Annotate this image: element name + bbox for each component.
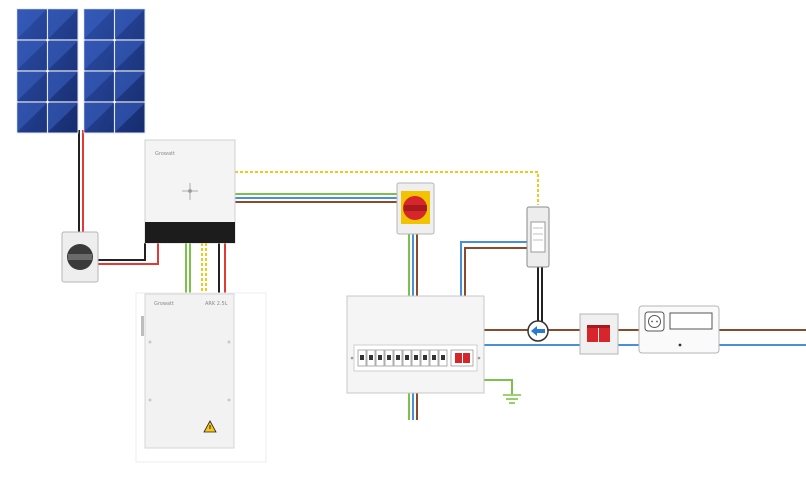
smart-meter-icon <box>526 206 550 268</box>
utility-meter-icon <box>638 305 720 354</box>
solar-panel-icon <box>16 8 146 134</box>
inverter-brand: Growatt <box>155 151 175 157</box>
wires <box>78 130 806 420</box>
main-supply-switch-icon <box>579 313 619 355</box>
consumer-unit <box>346 295 485 394</box>
earth-ground-icon <box>503 394 521 404</box>
inverter-status-icon <box>182 183 198 200</box>
ac-isolator-switch-icon <box>396 182 435 235</box>
rcd-switch-icon <box>450 349 474 367</box>
battery-unit: Growatt ARK 2.5L <box>135 292 267 463</box>
current-clamp-icon <box>527 320 549 342</box>
inverter-unit: Growatt <box>144 139 236 244</box>
dc-isolator-switch-icon <box>61 231 99 283</box>
warning-triangle-icon <box>203 420 217 433</box>
battery-brand: Growatt <box>154 301 174 307</box>
battery-model: ARK 2.5L <box>205 301 228 307</box>
